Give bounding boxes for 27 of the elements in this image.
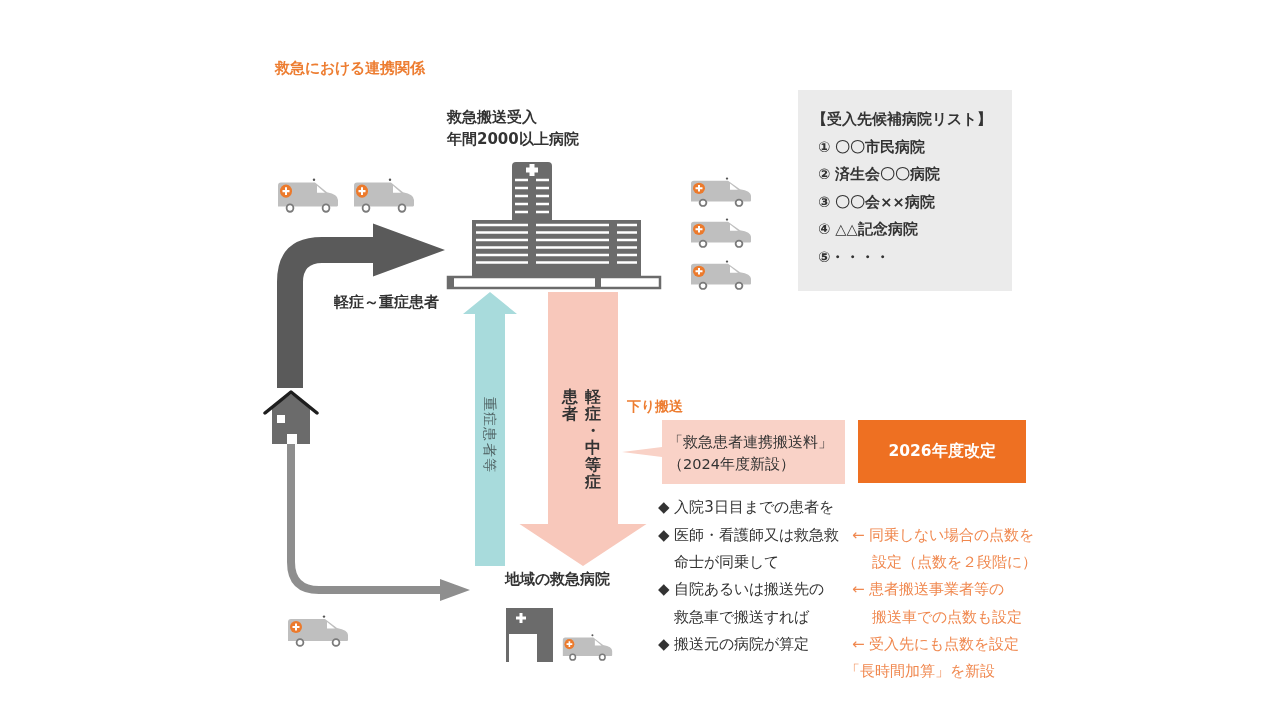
bullet-text: ◆ 搬送元の病院が算定 (658, 633, 811, 655)
bullet-text: ◆ 入院3日目までの患者を (658, 497, 835, 519)
house-icon (263, 388, 319, 444)
note-text: ← 患者搬送事業者等の搬送車での点数も設定 (852, 579, 1023, 628)
edge-label: 重症患者等 (482, 397, 498, 473)
annotation-text: 下り搬送 (627, 397, 683, 416)
callout-text: 「救急患者連携搬送料」（2024年度新設） (668, 433, 834, 474)
note-text: 「長時間加算」を新設 (845, 661, 996, 683)
list-item: ③ 〇〇会××病院 (818, 192, 936, 212)
note-text: ← 同乗しない場合の点数を設定（点数を２段階に） (852, 524, 1038, 573)
highlight-box: 2026年度改定 (858, 420, 1026, 483)
list-item: ④ △△記念病院 (818, 220, 919, 240)
list-item: ① 〇〇市民病院 (818, 137, 927, 157)
node-heading: 救急搬送受入年間2000以上病院 (447, 107, 580, 150)
bent-arrow (287, 444, 470, 601)
note-text: ← 受入先にも点数を設定 (852, 633, 1021, 655)
list-item: ⑤・・・・ (818, 247, 892, 267)
block-arrow (463, 292, 517, 566)
list-heading: 【受入先候補病院リスト】 (812, 110, 993, 130)
list-item: ② 済生会〇〇病院 (818, 165, 942, 185)
node-heading: 地域の救急病院 (505, 569, 611, 589)
bullet-text: ◆ 医師・看護師又は救急救命士が同乗して (658, 524, 841, 573)
edge-label: 軽症～重症患者 (334, 292, 439, 312)
bullet-text: ◆ 自院あるいは搬送先の救急車で搬送すれば (658, 579, 826, 628)
title: 救急における連携関係 (275, 59, 425, 78)
edge-label: 軽症・中等症患者 (558, 388, 604, 490)
bent-arrow (277, 223, 445, 388)
